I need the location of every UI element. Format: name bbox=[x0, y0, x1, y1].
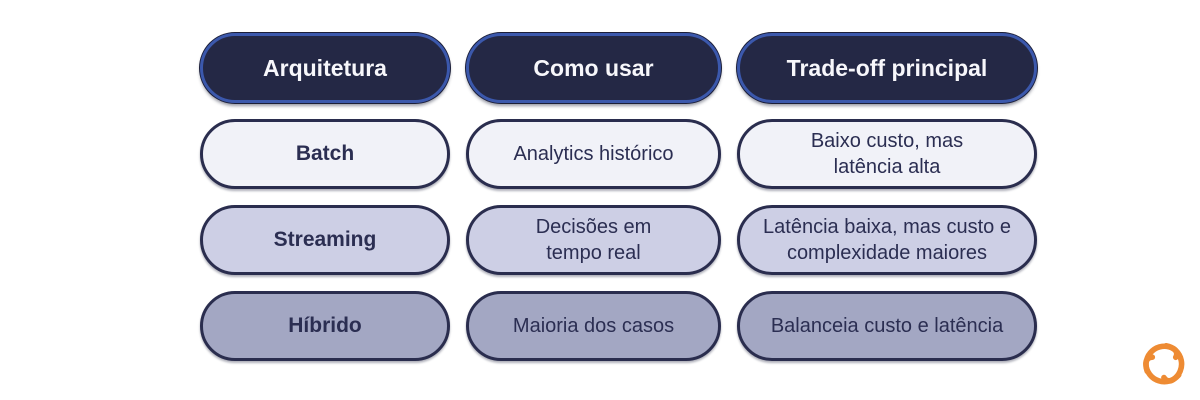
header-label: Trade-off principal bbox=[786, 54, 988, 81]
table-cell: Maioria dos casos bbox=[466, 291, 721, 361]
cell-text: Batch bbox=[295, 142, 355, 166]
table-cell-streaming: Streaming bbox=[200, 205, 450, 275]
header-como-usar: Como usar bbox=[466, 33, 721, 103]
header-label: Como usar bbox=[533, 54, 654, 81]
table-cell: Analytics histórico bbox=[466, 119, 721, 189]
header-arquitetura: Arquitetura bbox=[200, 33, 450, 103]
comparison-table: Arquitetura Como usar Trade-off principa… bbox=[200, 33, 1037, 361]
table-cell-batch: Batch bbox=[200, 119, 450, 189]
table-cell: Balanceia custo e latência bbox=[737, 291, 1037, 361]
cell-text: Streaming bbox=[273, 228, 377, 252]
cell-text: Balanceia custo e latência bbox=[770, 315, 1004, 337]
table-cell: Latência baixa, mas custo e complexidade… bbox=[737, 205, 1037, 275]
brand-cycle-logo-icon bbox=[1136, 336, 1192, 392]
cell-text: Analytics histórico bbox=[513, 143, 674, 165]
table-cell-hibrido: Híbrido bbox=[200, 291, 450, 361]
cell-text: Decisões em tempo real bbox=[535, 216, 652, 264]
table-cell: Baixo custo, mas latência alta bbox=[737, 119, 1037, 189]
cell-text: Baixo custo, mas latência alta bbox=[810, 130, 964, 178]
header-trade-off-principal: Trade-off principal bbox=[737, 33, 1037, 103]
cell-text: Maioria dos casos bbox=[512, 315, 675, 337]
header-label: Arquitetura bbox=[263, 54, 387, 81]
cell-text: Híbrido bbox=[288, 314, 362, 338]
cell-text: Latência baixa, mas custo e complexidade… bbox=[763, 216, 1011, 264]
table-cell: Decisões em tempo real bbox=[466, 205, 721, 275]
